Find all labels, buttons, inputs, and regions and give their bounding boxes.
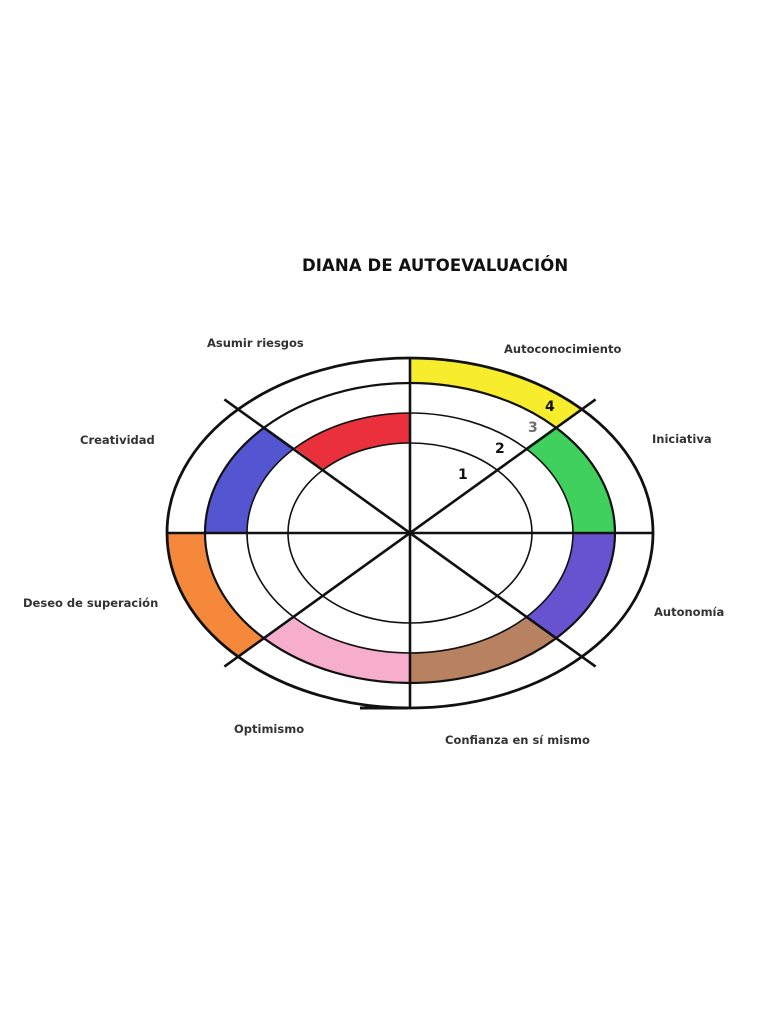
- label-asumir-riesgos: Asumir riesgos: [207, 336, 304, 350]
- segment-iniciativa: [525, 426, 615, 533]
- segment-deseo-de-superaci-n: [167, 533, 265, 657]
- level-marker-1: 1: [458, 467, 468, 483]
- target-spokes: [167, 358, 653, 710]
- label-deseo-de-superacion: Deseo de superación: [23, 596, 159, 610]
- level-marker-3: 3: [528, 420, 538, 436]
- diagram-title: DIANA DE AUTOEVALUACIÓN: [302, 256, 569, 275]
- level-marker-2: 2: [495, 441, 505, 457]
- segment-asumir-riesgos: [294, 413, 410, 470]
- level-markers: 1 2 34: [458, 399, 555, 483]
- level-marker-4: 4: [545, 399, 555, 415]
- label-autonomia: Autonomía: [654, 605, 725, 619]
- label-autoconocimiento: Autoconocimiento: [504, 342, 622, 356]
- segment-autoconocimiento: [410, 358, 582, 427]
- label-confianza-en-si-mismo: Confianza en sí mismo: [445, 733, 590, 747]
- segment-confianza-en-s-mismo: [410, 617, 555, 683]
- segment-optimismo: [265, 617, 410, 683]
- segment-autonom-a: [525, 533, 615, 640]
- label-optimismo: Optimismo: [234, 722, 305, 736]
- label-creatividad: Creatividad: [80, 433, 155, 447]
- spoke-3: [223, 398, 597, 668]
- filled-segments: [167, 358, 615, 683]
- segment-creatividad: [205, 426, 295, 533]
- label-iniciativa: Iniciativa: [652, 432, 712, 446]
